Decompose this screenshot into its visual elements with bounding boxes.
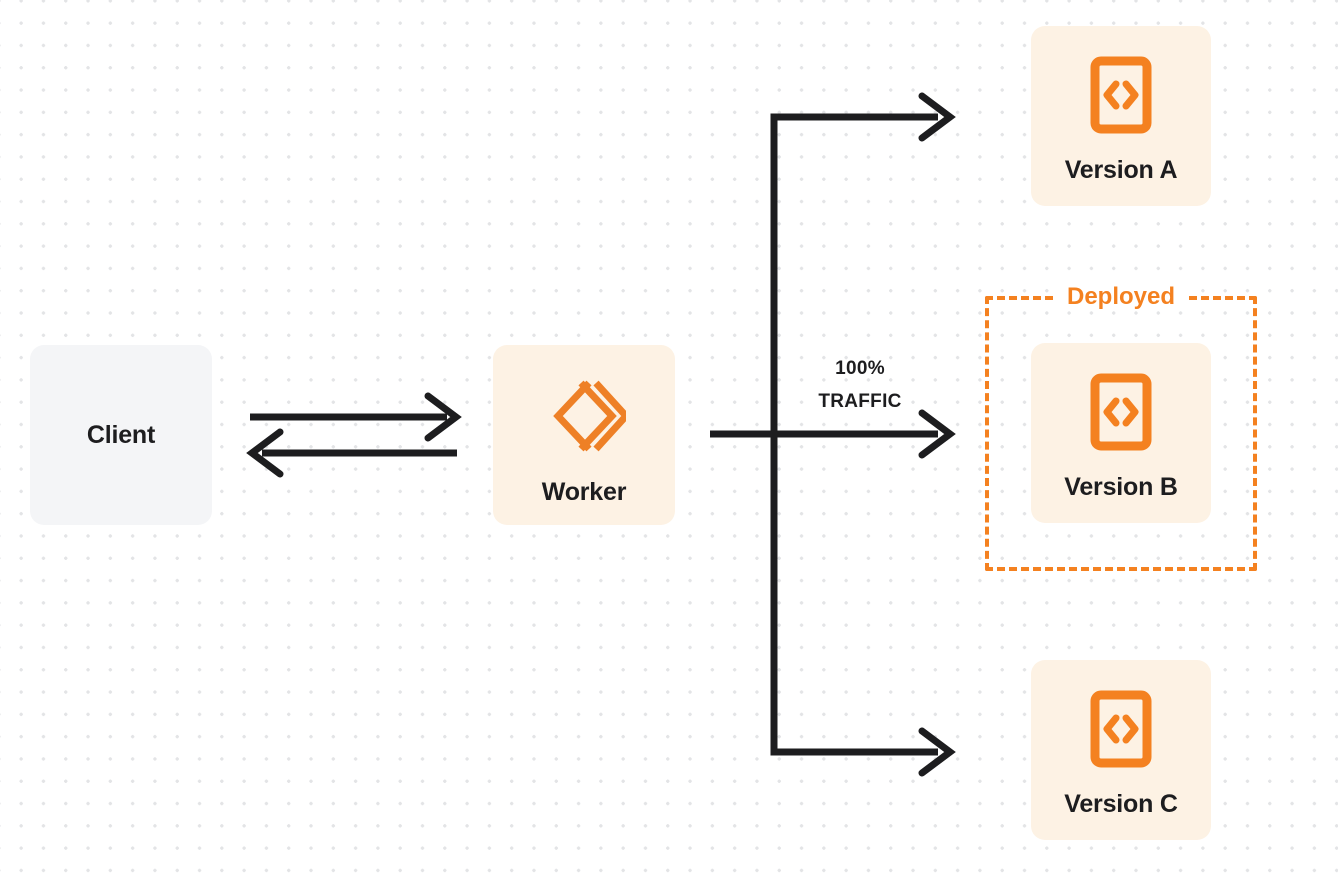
code-file-icon bbox=[1090, 690, 1152, 768]
cloudflare-workers-logo-icon bbox=[542, 374, 631, 458]
node-version-b[interactable]: Version B bbox=[1031, 343, 1211, 523]
node-version-c[interactable]: Version C bbox=[1031, 660, 1211, 840]
node-worker-label: Worker bbox=[541, 477, 627, 506]
node-version-a[interactable]: Version A bbox=[1031, 26, 1211, 206]
arrow-worker-to-version-c bbox=[770, 441, 956, 777]
node-client-label: Client bbox=[86, 420, 156, 449]
arrow-client-to-worker bbox=[250, 392, 462, 442]
traffic-word: TRAFFIC bbox=[818, 391, 902, 413]
node-version-c-label: Version C bbox=[1064, 789, 1178, 818]
traffic-label: 100% TRAFFIC bbox=[800, 352, 920, 419]
node-worker[interactable]: Worker bbox=[493, 345, 675, 525]
deployed-region: Deployed bbox=[985, 285, 1257, 571]
traffic-percent: 100% bbox=[835, 358, 885, 379]
node-client[interactable]: Client bbox=[30, 345, 212, 525]
arrow-worker-to-version-b bbox=[710, 409, 956, 459]
code-file-icon bbox=[1090, 373, 1152, 451]
code-file-icon bbox=[1090, 56, 1152, 134]
node-version-a-label: Version A bbox=[1064, 155, 1178, 184]
deployed-region-label: Deployed bbox=[1054, 285, 1188, 309]
node-version-b-label: Version B bbox=[1064, 472, 1178, 501]
arrow-worker-to-client bbox=[246, 428, 457, 478]
